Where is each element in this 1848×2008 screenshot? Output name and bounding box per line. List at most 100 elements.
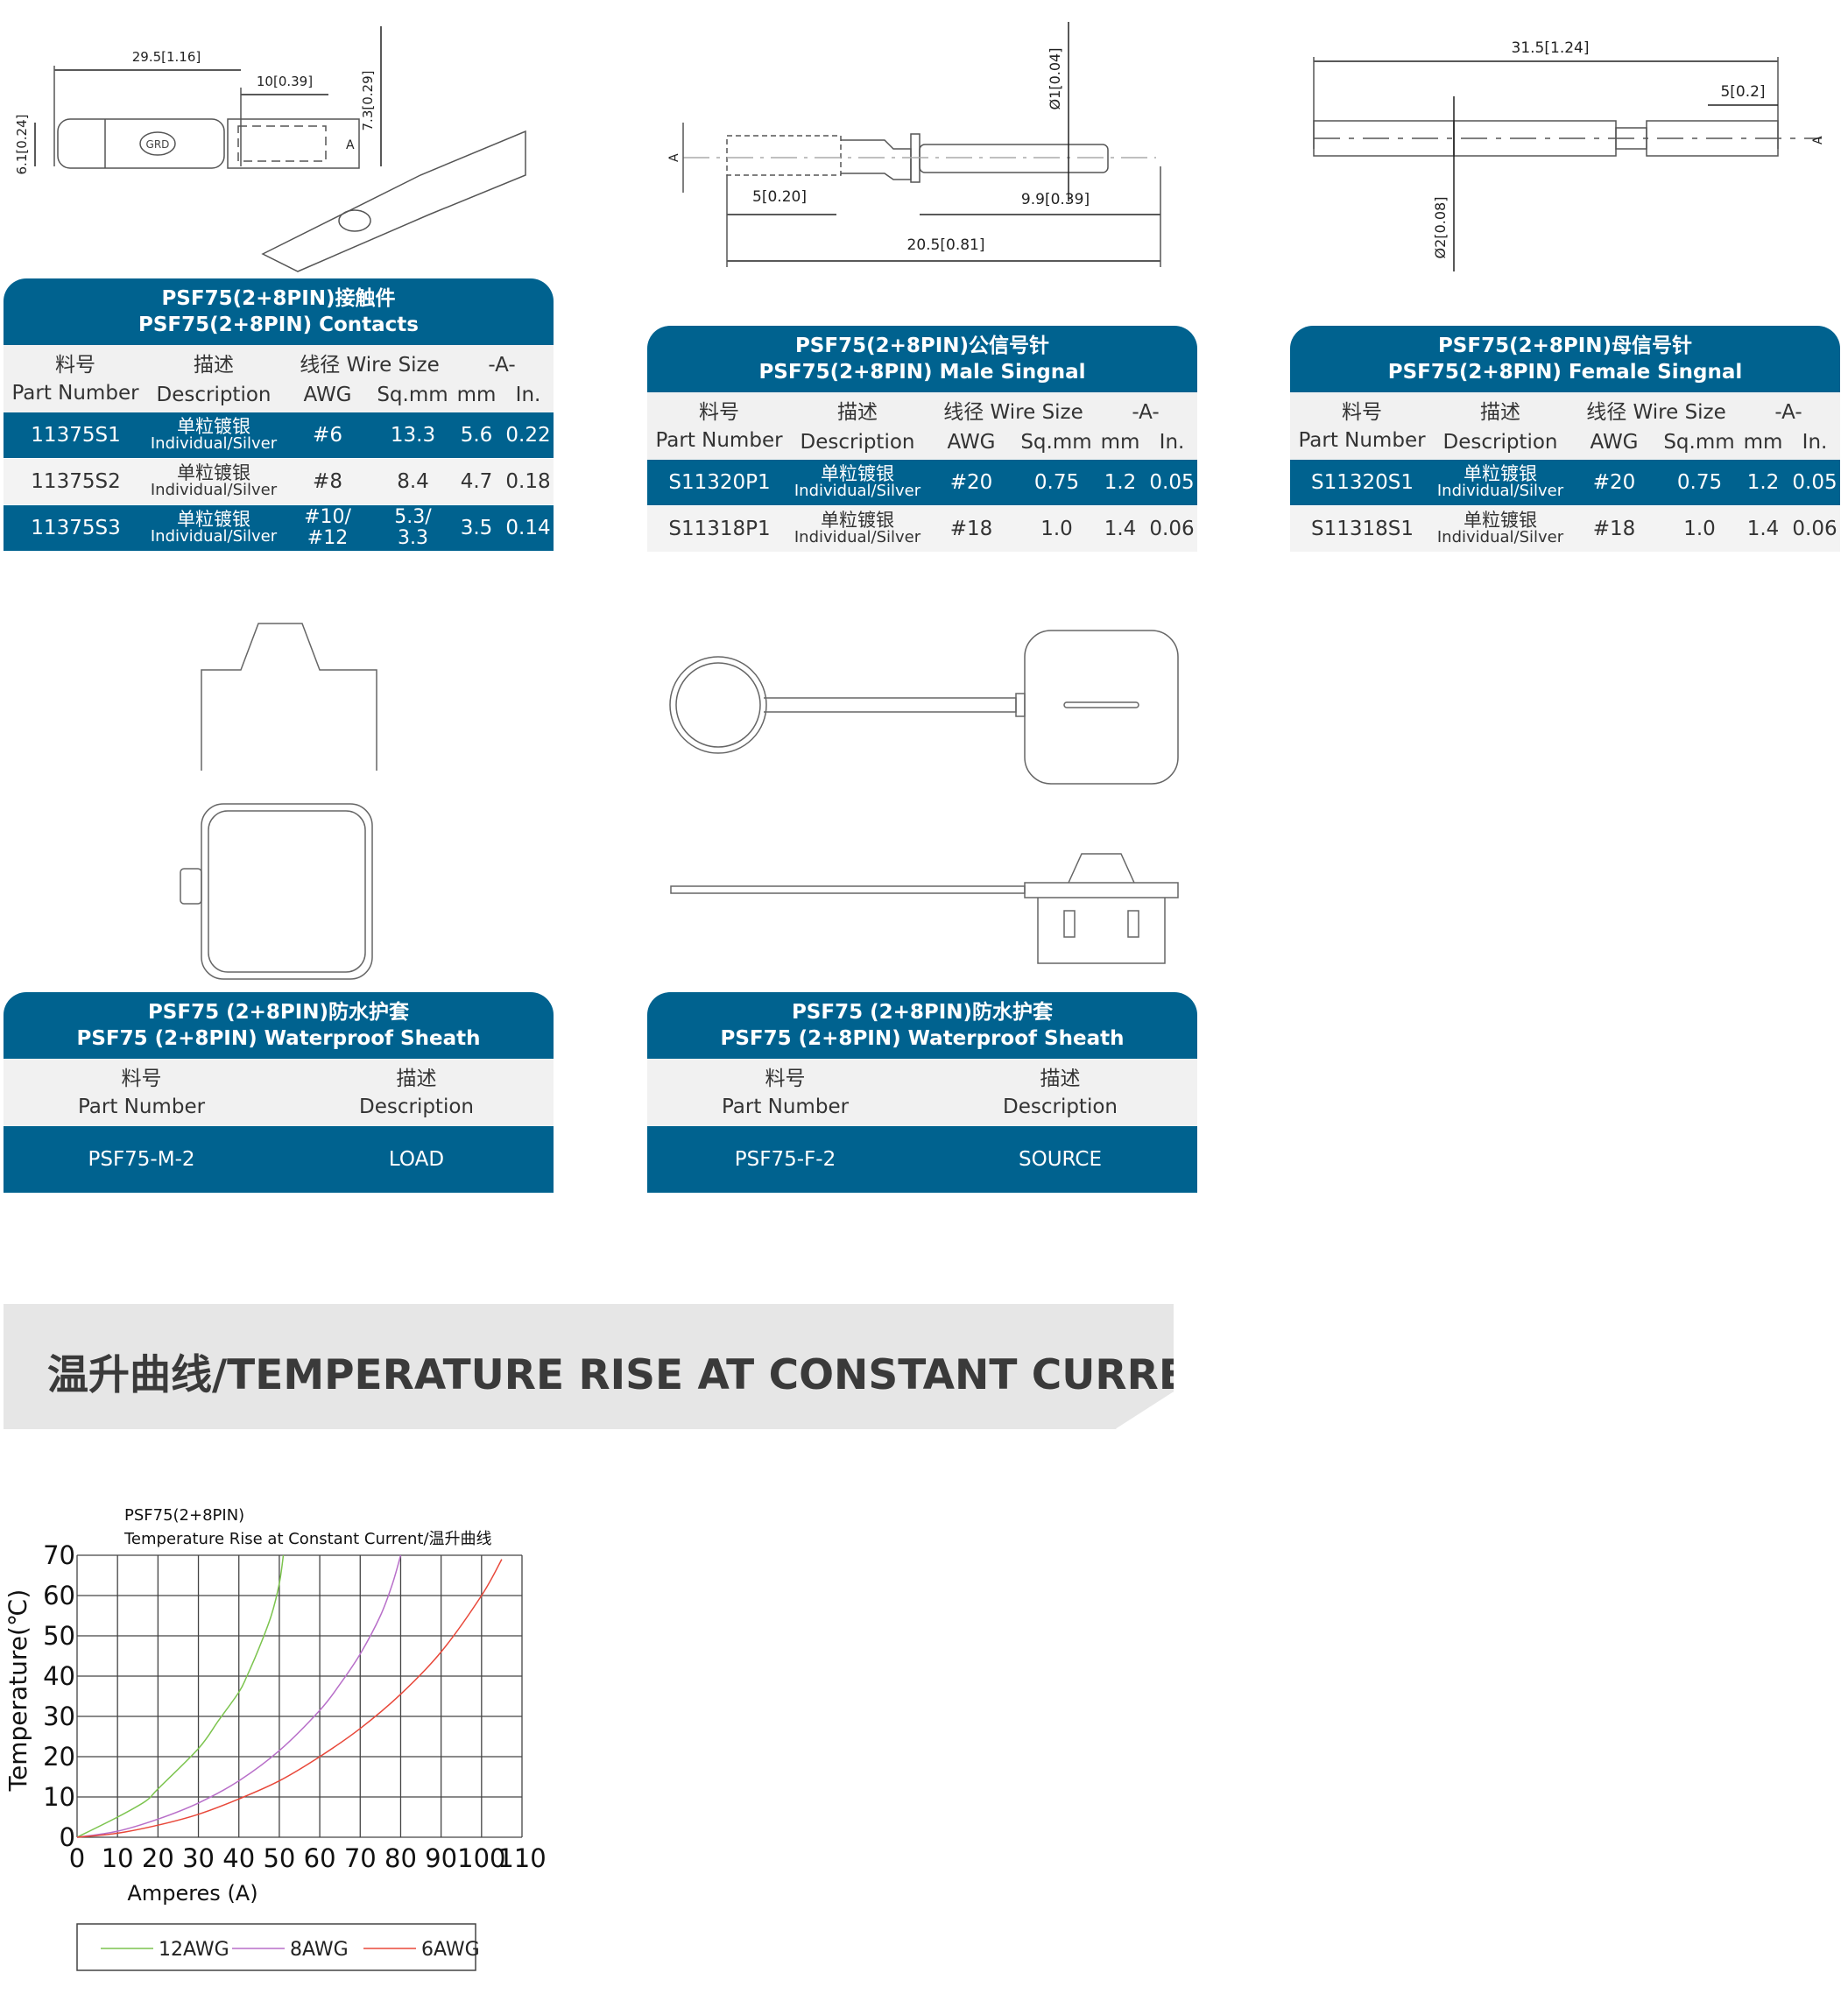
desc-en: Individual/Silver bbox=[1436, 482, 1564, 500]
column-header: Description bbox=[156, 384, 272, 406]
chart-subtitle: Temperature Rise at Constant Current/温升曲… bbox=[123, 1530, 492, 1548]
dim-dia: 6.1[0.24] bbox=[14, 115, 30, 175]
title-en: PSF75(2+8PIN) Contacts bbox=[138, 314, 419, 336]
cell-awg: #20 bbox=[1592, 471, 1636, 494]
x-tick-label: 70 bbox=[344, 1843, 377, 1873]
x-tick-label: 10 bbox=[102, 1843, 134, 1873]
dim-pin: 9.9[0.39] bbox=[1021, 191, 1090, 208]
cell-line: 5.3/ bbox=[394, 506, 432, 528]
legend-label: 8AWG bbox=[290, 1939, 349, 1961]
cell-mm: 1.2 bbox=[1104, 471, 1137, 494]
column-header: Part Number bbox=[1298, 429, 1426, 452]
cell-sqmm: 5.3/3.3 bbox=[376, 507, 450, 549]
column-header: In. bbox=[1802, 431, 1828, 454]
column-header: -A- bbox=[1132, 401, 1160, 424]
cell-sqmm: 1.0 bbox=[1040, 518, 1073, 540]
column-header: mm bbox=[1100, 431, 1140, 454]
x-tick-label: 60 bbox=[304, 1843, 336, 1873]
part-number: S11318P1 bbox=[668, 518, 771, 540]
desc-en: Individual/Silver bbox=[150, 527, 278, 546]
column-header: In. bbox=[1159, 431, 1185, 454]
section-banner: 温升曲线/TEMPERATURE RISE AT CONSTANT CURREN… bbox=[4, 1304, 1174, 1429]
series-line-12awg bbox=[76, 1554, 285, 1838]
column-header: 描述 bbox=[194, 354, 234, 377]
y-axis-label: Temperature(℃) bbox=[4, 1589, 32, 1793]
y-tick-label: 0 bbox=[60, 1822, 75, 1852]
x-tick-label: 40 bbox=[222, 1843, 255, 1873]
dim-left: 5[0.20] bbox=[752, 188, 807, 206]
column-header: Sq.mm bbox=[1663, 431, 1735, 454]
desc-cn: 单粒镀银 bbox=[177, 509, 250, 530]
cell-sqmm: 1.0 bbox=[1683, 518, 1716, 540]
legend-box bbox=[76, 1923, 476, 1971]
cell-in: 0.06 bbox=[1792, 518, 1837, 540]
dim-total: 20.5[0.81] bbox=[907, 236, 985, 254]
title-en: PSF75(2+8PIN) Male Singnal bbox=[758, 361, 1086, 384]
desc-cn: 单粒镀银 bbox=[177, 416, 250, 437]
title-cn: PSF75(2+8PIN)公信号针 bbox=[794, 335, 1050, 357]
x-tick-label: 20 bbox=[142, 1843, 174, 1873]
x-tick-label: 30 bbox=[182, 1843, 215, 1873]
part-number: 11375S2 bbox=[31, 470, 121, 493]
cell-mm: 4.7 bbox=[460, 470, 493, 493]
column-header: Sq.mm bbox=[1020, 431, 1092, 454]
dim-dia: Ø1[0.04] bbox=[1047, 48, 1063, 110]
cell-mm: 1.2 bbox=[1746, 471, 1780, 494]
column-header: 线径 Wire Size bbox=[1586, 401, 1726, 424]
desc-en: Individual/Silver bbox=[1436, 528, 1564, 546]
y-tick-label: 20 bbox=[43, 1742, 75, 1772]
cell-in: 0.22 bbox=[505, 424, 551, 447]
legend-label: 6AWG bbox=[421, 1939, 480, 1961]
dim-height: 7.3[0.29] bbox=[360, 71, 376, 131]
cell-awg: #18 bbox=[949, 518, 993, 540]
a-label: A bbox=[667, 153, 681, 162]
column-header: AWG bbox=[303, 384, 352, 406]
cell-mm: 1.4 bbox=[1104, 518, 1137, 540]
column-header: mm bbox=[1743, 431, 1783, 454]
column-header: 料号 bbox=[1342, 401, 1382, 424]
column-header: AWG bbox=[1590, 431, 1639, 454]
column-header: -A- bbox=[488, 354, 516, 377]
desc-cn: 单粒镀银 bbox=[177, 462, 250, 483]
desc-en: Individual/Silver bbox=[794, 482, 921, 500]
male-signal-table: PSF75(2+8PIN)公信号针 PSF75(2+8PIN) Male Sing… bbox=[647, 326, 1197, 553]
column-header: Sq.mm bbox=[377, 384, 448, 406]
part-number: 11375S3 bbox=[31, 517, 121, 539]
desc-en: Individual/Silver bbox=[150, 434, 278, 453]
y-tick-label: 30 bbox=[43, 1702, 75, 1731]
dim-dia: Ø2[0.08] bbox=[1432, 197, 1449, 259]
male-pin-drawing: A Ø1[0.04] 5[0.20] 9.9[0.39] 20.5[0.81] bbox=[667, 22, 1161, 267]
y-tick-label: 40 bbox=[43, 1661, 75, 1691]
x-tick-label: 0 bbox=[69, 1843, 85, 1873]
legend-label: 12AWG bbox=[159, 1939, 229, 1961]
desc-cn: 单粒镀银 bbox=[821, 463, 894, 484]
x-tick-label: 110 bbox=[497, 1843, 546, 1873]
cell-awg: #10/#12 bbox=[279, 507, 376, 549]
cell-mm: 3.5 bbox=[460, 517, 493, 539]
cell-line: 3.3 bbox=[398, 527, 428, 549]
column-header: 线径 Wire Size bbox=[943, 401, 1083, 424]
cell-awg: #20 bbox=[949, 471, 993, 494]
a-label: A bbox=[346, 138, 355, 152]
title-cn: PSF75(2+8PIN)母信号针 bbox=[1437, 335, 1693, 357]
cell-line: #12 bbox=[307, 527, 349, 549]
sheath-m-drawing bbox=[180, 623, 377, 980]
